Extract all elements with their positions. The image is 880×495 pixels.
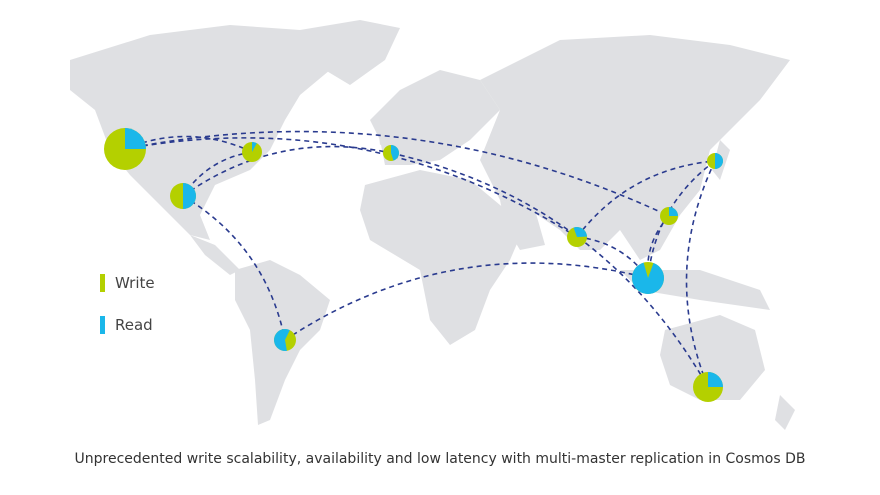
legend-write-label: Write bbox=[115, 274, 155, 292]
read-slice bbox=[632, 262, 664, 294]
read-slice bbox=[708, 372, 723, 387]
region-node-southeast-asia[interactable] bbox=[632, 262, 664, 294]
link-us-west-india bbox=[124, 137, 578, 238]
greenland-landmass bbox=[300, 20, 400, 85]
read-swatch bbox=[100, 316, 105, 334]
read-slice bbox=[125, 128, 146, 149]
region-node-brazil[interactable] bbox=[274, 329, 296, 351]
link-europe-australia bbox=[390, 152, 709, 388]
link-brazil-southeast-asia bbox=[284, 262, 649, 341]
north-america-landmass bbox=[70, 25, 340, 240]
link-us-central-brazil bbox=[182, 195, 286, 341]
caption: Unprecedented write scalability, availab… bbox=[74, 451, 806, 467]
region-node-india[interactable] bbox=[567, 226, 587, 247]
region-node-east-asia[interactable] bbox=[660, 207, 678, 225]
read-slice bbox=[391, 145, 400, 161]
australia-landmass bbox=[660, 315, 765, 400]
region-node-australia[interactable] bbox=[693, 372, 723, 402]
region-node-europe[interactable] bbox=[383, 145, 400, 161]
new-zealand-landmass bbox=[775, 395, 795, 430]
link-us-west-us-east bbox=[124, 135, 253, 153]
region-node-us-central[interactable] bbox=[170, 183, 196, 209]
region-node-us-east[interactable] bbox=[242, 142, 262, 162]
read-slice bbox=[183, 183, 196, 209]
write-swatch bbox=[100, 274, 105, 292]
africa-landmass bbox=[360, 170, 525, 345]
read-slice bbox=[573, 226, 587, 237]
read-slice bbox=[252, 142, 257, 152]
region-nodes bbox=[104, 128, 723, 402]
link-india-japan bbox=[576, 160, 716, 238]
link-japan-australia bbox=[685, 160, 716, 388]
region-node-japan[interactable] bbox=[707, 153, 723, 169]
link-us-central-europe bbox=[182, 145, 392, 197]
legend-write: Write bbox=[100, 274, 155, 292]
read-slice bbox=[274, 329, 290, 351]
link-us-west-east-asia bbox=[124, 130, 670, 217]
region-node-us-west[interactable] bbox=[104, 128, 146, 170]
read-slice bbox=[715, 153, 723, 169]
legend-read-label: Read bbox=[115, 316, 153, 334]
continents bbox=[70, 20, 795, 430]
uk-landmass bbox=[378, 118, 392, 145]
read-slice bbox=[669, 207, 678, 216]
arabia-landmass bbox=[500, 200, 545, 250]
legend-read: Read bbox=[100, 316, 153, 334]
asia-landmass bbox=[480, 35, 790, 260]
europe-landmass bbox=[370, 70, 500, 165]
central-america-landmass bbox=[190, 235, 240, 275]
